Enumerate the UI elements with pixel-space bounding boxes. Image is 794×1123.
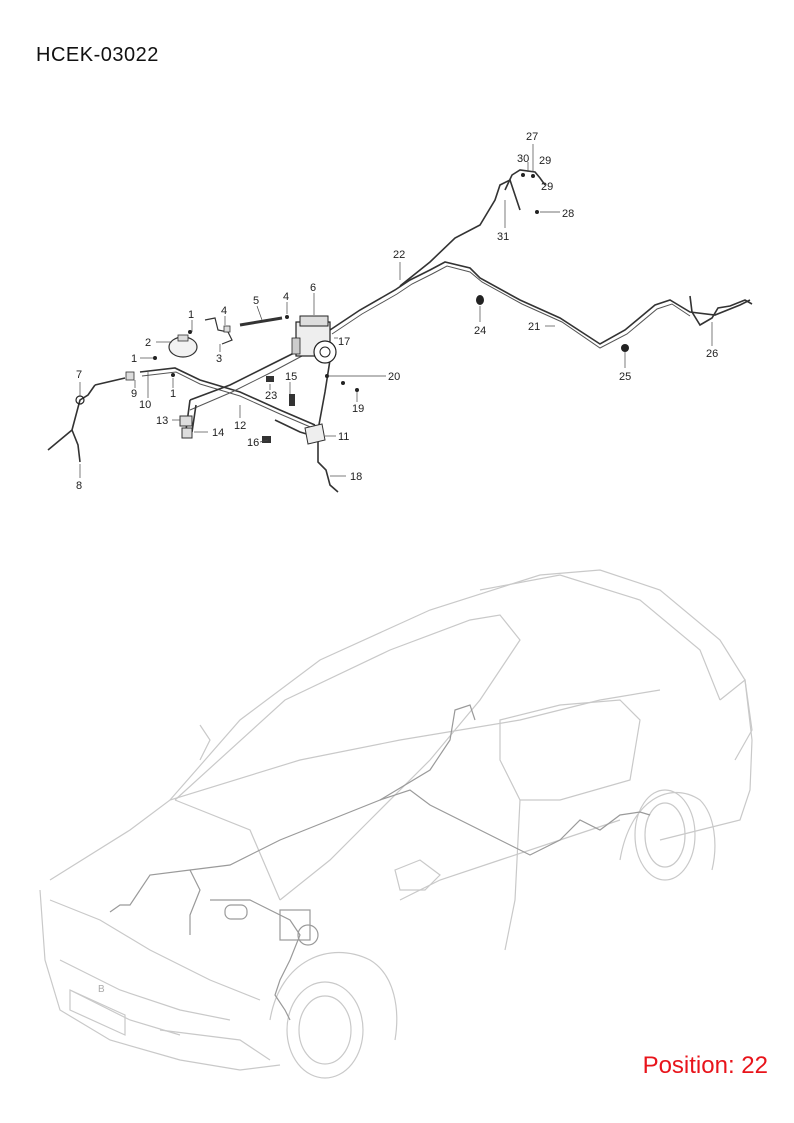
brake-line-assembly [47,169,753,493]
callout-13: 13 [156,415,168,427]
abs-hydraulic-unit[interactable] [291,315,337,364]
brake-hose-18[interactable] [317,440,339,493]
clip-13[interactable] [179,415,193,427]
callout-labels: 1 2 3 4 5 4 6 17 1 7 9 10 1 13 14 12 15 … [76,131,718,492]
clip-15[interactable] [289,394,295,406]
callout-5: 5 [253,295,259,307]
callout-29: 29 [541,181,553,193]
callout-1: 1 [188,309,194,321]
callout-21: 21 [528,321,540,333]
reservoir-bracket[interactable] [204,317,233,345]
clip-25[interactable] [621,344,629,352]
callout-26: 26 [706,348,718,360]
brake-line-22[interactable] [329,261,751,345]
brake-hose-7[interactable] [47,384,96,463]
callout-29: 29 [539,155,551,167]
callout-23: 23 [265,390,277,402]
callout-22: 22 [393,249,405,261]
callout-31: 31 [497,231,509,243]
vehicle-outline: B [39,569,753,1079]
diagram-code: HCEK-03022 [36,44,159,66]
callout-2: 2 [145,337,151,349]
callout-8: 8 [76,480,82,492]
brake-hose-26[interactable] [689,295,753,327]
callout-17: 17 [338,336,350,348]
clip-24[interactable] [476,295,484,305]
reservoir-hose-5[interactable] [239,316,283,327]
callout-3: 3 [216,353,222,365]
callout-7: 7 [76,369,82,381]
callout-4: 4 [283,291,289,303]
callout-6: 6 [310,282,316,294]
parts [75,173,629,445]
svg-text:B: B [98,984,105,995]
callout-11: 11 [338,431,349,443]
callout-9: 9 [131,388,137,400]
brake-line-upper-branch[interactable] [399,178,521,287]
bracket-11[interactable] [304,423,326,445]
callout-16: 16 [247,437,259,449]
clip-16[interactable] [262,436,271,443]
vehicle-brake-lines [109,704,651,1021]
callout-28: 28 [562,208,574,220]
callout-1: 1 [131,353,137,365]
callout-27: 27 [526,131,538,143]
callout-30: 30 [517,153,529,165]
callout-25: 25 [619,371,631,383]
position-indicator: Position: 22 [642,1052,768,1079]
callout-4: 4 [221,305,227,317]
grommet-23[interactable] [266,376,274,382]
callout-14: 14 [212,427,224,439]
callout-12: 12 [234,420,246,432]
leader-lines [79,144,713,478]
callout-1: 1 [170,388,176,400]
callout-24: 24 [474,325,486,337]
callout-10: 10 [139,399,151,411]
clip-14[interactable] [181,427,193,439]
callout-18: 18 [350,471,362,483]
brake-hose-27[interactable] [504,169,546,191]
brake-line-12[interactable] [139,367,316,426]
callout-15: 15 [285,371,297,383]
callout-20: 20 [388,371,400,383]
callout-19: 19 [352,403,364,415]
